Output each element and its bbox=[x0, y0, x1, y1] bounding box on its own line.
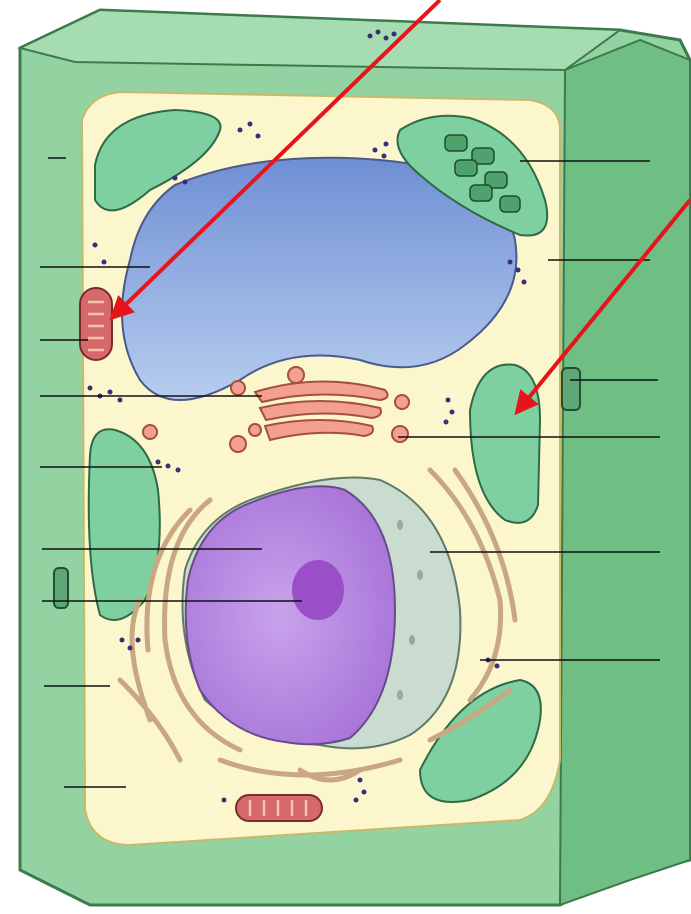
plasmodesma-right bbox=[562, 368, 580, 410]
plasmodesma-left bbox=[54, 568, 68, 608]
nucleolus bbox=[292, 560, 344, 620]
mitochondrion-left bbox=[80, 288, 112, 360]
nucleoplasm bbox=[186, 486, 395, 744]
mitochondrion-bottom bbox=[236, 795, 322, 821]
nucleus bbox=[183, 478, 461, 749]
